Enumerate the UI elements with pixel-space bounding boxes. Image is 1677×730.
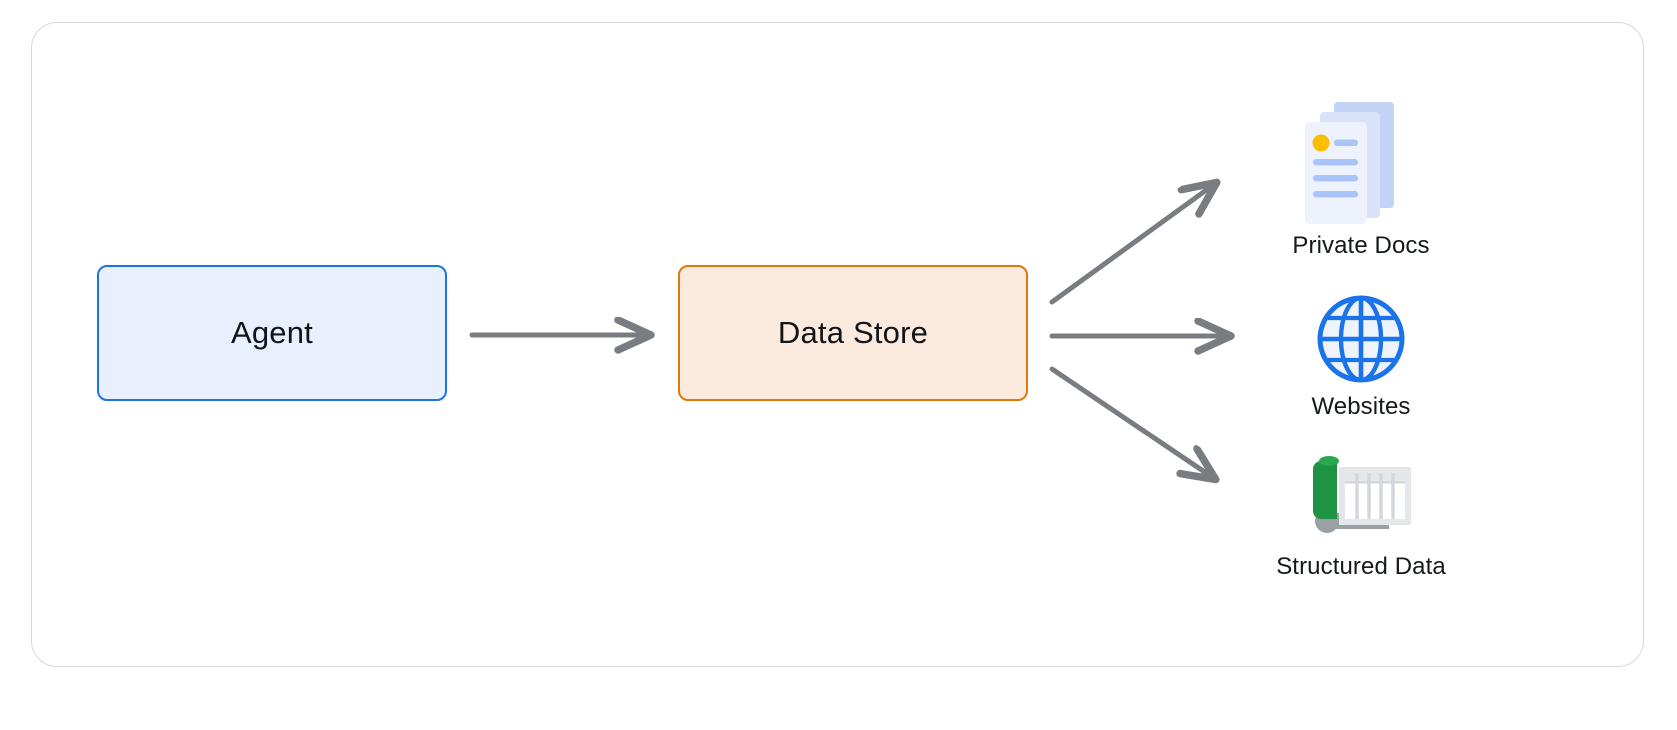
documents-stack-icon — [1305, 102, 1394, 224]
node-agent-label: Agent — [230, 314, 313, 350]
destination-websites-label: Websites — [1311, 393, 1411, 420]
destination-structured-data[interactable]: Structured Data — [1211, 447, 1511, 581]
destination-websites[interactable]: Websites — [1211, 293, 1511, 421]
globe-icon — [1317, 295, 1405, 383]
destination-structured-data-label: Structured Data — [1276, 553, 1446, 580]
node-agent[interactable]: Agent — [97, 265, 447, 401]
destination-private-docs[interactable]: Private Docs — [1211, 96, 1511, 260]
destination-private-docs-label: Private Docs — [1292, 232, 1430, 259]
node-data-store-label: Data Store — [777, 314, 929, 350]
node-data-store[interactable]: Data Store — [678, 265, 1028, 401]
spreadsheet-table-icon — [1313, 456, 1411, 533]
